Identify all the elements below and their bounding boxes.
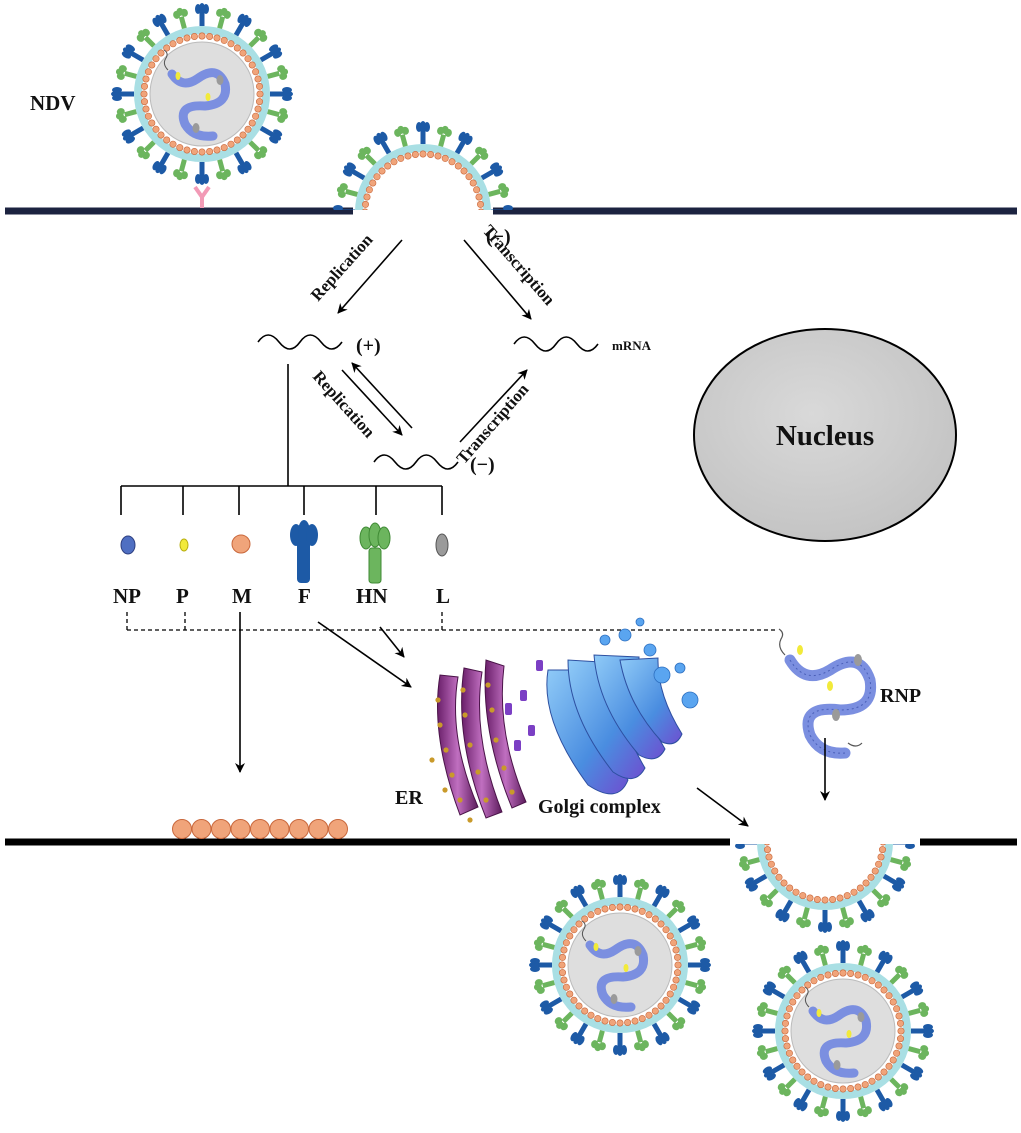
er-icon — [429, 659, 527, 823]
replication-label-mid: Replication — [309, 367, 379, 442]
receptor-icon — [193, 185, 211, 208]
rnp-label: RNP — [880, 685, 921, 707]
fusing-virion-icon — [332, 121, 514, 210]
minus-strand-label-mid: (−) — [470, 454, 495, 476]
replication-arrow-1 — [337, 239, 403, 314]
golgi-complex-icon — [546, 617, 699, 795]
mrna-strand — [513, 336, 599, 352]
hn-to-er-arrow — [379, 626, 405, 658]
membrane-budding-gap — [730, 837, 920, 847]
hn-protein-icon — [359, 522, 391, 584]
m-protein-bead — [269, 819, 290, 839]
m-protein-bead — [191, 819, 212, 839]
progeny-virion-icon — [529, 874, 711, 1056]
rnp-icon — [778, 628, 877, 759]
replication-label-top: Replication — [307, 230, 377, 305]
m-protein-layer — [172, 819, 348, 839]
genome-minus-strand-mid — [373, 454, 459, 470]
antigenome-plus-strand — [257, 334, 343, 350]
nucleus-label: Nucleus — [776, 420, 874, 452]
transcription-label-top: Transcription — [479, 221, 559, 309]
f-to-er-arrow — [317, 621, 412, 688]
minus-strand-label-top: (−) — [486, 226, 511, 248]
transcription-arrow-2 — [459, 369, 528, 443]
replication-arrow-up — [351, 362, 413, 429]
golgi-label: Golgi complex — [538, 796, 661, 818]
f-protein-icon — [290, 520, 318, 583]
ndv-label: NDV — [30, 91, 76, 115]
l-protein-icon — [435, 533, 449, 557]
protein-label-l: L — [436, 584, 450, 608]
membrane-fusion-gap — [353, 206, 493, 216]
m-protein-bead — [172, 819, 192, 839]
assembly-dashed-line — [126, 612, 776, 631]
p-protein-icon — [179, 538, 189, 552]
plus-strand-label: (+) — [356, 335, 381, 357]
replication-arrow-down — [341, 369, 403, 436]
m-protein-bead — [328, 819, 348, 839]
protein-label-m: M — [232, 584, 252, 608]
m-protein-bead — [230, 819, 251, 839]
vesicles-icon — [505, 660, 543, 751]
golgi-to-membrane-arrow — [696, 787, 749, 827]
budding-virion-icon — [734, 844, 916, 933]
np-protein-icon — [120, 535, 136, 555]
ndv-virion-icon — [111, 3, 293, 185]
protein-label-f: F — [298, 584, 311, 608]
transcription-arrow-1 — [463, 239, 532, 320]
m-protein-icon — [231, 534, 251, 554]
progeny-virion-icon — [752, 940, 934, 1122]
protein-label-p: P — [176, 584, 189, 608]
er-label: ER — [395, 787, 423, 809]
m-protein-bead — [289, 819, 309, 839]
protein-label-hn: HN — [356, 584, 388, 608]
nucleus — [693, 328, 957, 542]
m-protein-bead — [250, 819, 270, 839]
m-protein-bead — [308, 819, 329, 839]
mrna-label: mRNA — [612, 338, 652, 353]
protein-label-np: NP — [113, 584, 141, 608]
m-protein-bead — [211, 819, 231, 839]
